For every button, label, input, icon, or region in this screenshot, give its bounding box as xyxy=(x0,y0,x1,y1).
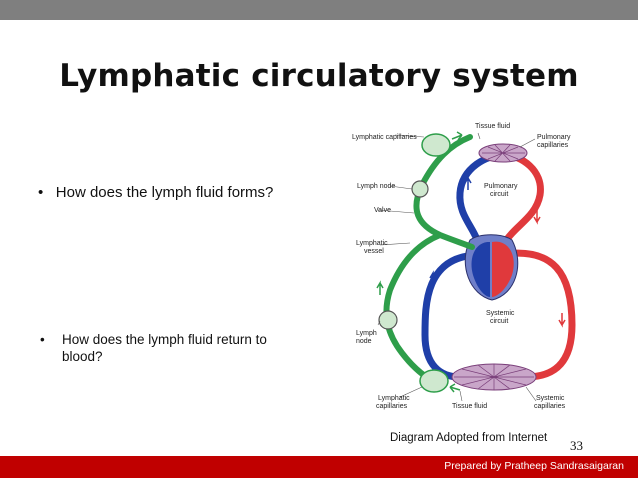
label-pulmonary-circuit-1: Pulmonary xyxy=(484,183,518,190)
label-lymphatic-capillaries-bottom-2: capillaries xyxy=(376,403,408,410)
footer-bar: Prepared by Pratheep Sandrasaigaran xyxy=(0,456,638,478)
label-lymphatic-capillaries-bottom-1: Lymphatic xyxy=(378,395,410,402)
label-pulmonary-capillaries-1: Pulmonary xyxy=(537,134,571,141)
diagram-caption: Diagram Adopted from Internet xyxy=(390,432,548,444)
flow-arrow-green-left xyxy=(376,280,384,295)
label-tissue-fluid-bottom: Tissue fluid xyxy=(452,403,487,410)
top-bar xyxy=(0,0,638,20)
flow-arrow-blue xyxy=(429,270,437,285)
label-lymph-node-top: Lymph node xyxy=(357,183,395,190)
label-lymph-node-bottom-2: node xyxy=(356,338,372,345)
label-systemic-circuit-1: Systemic xyxy=(486,310,515,317)
label-systemic-capillaries-1: Systemic xyxy=(536,395,565,402)
label-lymphatic-capillaries-top: Lymphatic capillaries xyxy=(352,134,417,141)
footer-author: Prepared by Pratheep Sandrasaigaran xyxy=(444,460,624,472)
slide-title: Lymphatic circulatory system xyxy=(59,58,579,94)
bullet-text: How does the lymph fluid forms? xyxy=(55,184,274,201)
bullet-text: How does the lymph fluid return to blood… xyxy=(62,332,267,364)
heart-right-side xyxy=(492,241,514,297)
label-tissue-fluid-top: Tissue fluid xyxy=(475,123,510,130)
leader-lines xyxy=(377,132,537,402)
label-lymphatic-vessel-1: Lymphatic xyxy=(356,240,388,247)
label-lymph-node-bottom-1: Lymph xyxy=(356,330,377,337)
bullet-dot: • xyxy=(40,332,45,347)
flow-arrow-blue-pulmonary xyxy=(464,175,472,190)
systemic-capillary-mesh xyxy=(454,364,534,390)
lymphatic-capillaries-top-bed xyxy=(421,133,451,157)
lymph-node-top xyxy=(411,180,429,198)
bullet-lymph-forms: • How does the lymph fluid forms? xyxy=(38,184,273,201)
lymph-node-bottom xyxy=(378,310,398,330)
heart-left-side xyxy=(471,241,490,297)
flow-arrow-green-top xyxy=(451,131,463,141)
flow-arrow-red xyxy=(558,313,566,328)
label-systemic-circuit-2: circuit xyxy=(490,318,508,325)
label-pulmonary-circuit-2: circuit xyxy=(490,191,508,198)
lymphatic-capillaries-bottom-bed xyxy=(419,369,449,393)
systemic-artery xyxy=(497,249,576,381)
label-systemic-capillaries-2: capillaries xyxy=(534,403,566,410)
flow-arrow-red-pulmonary xyxy=(533,210,541,225)
pulmonary-capillary-mesh xyxy=(482,144,525,162)
slide-number: 33 xyxy=(570,438,583,453)
label-pulmonary-capillaries-2: capillaries xyxy=(537,142,569,149)
label-lymphatic-vessel-2: vessel xyxy=(364,248,384,255)
lymphatic-circulation-diagram: Tissue fluid Lymphatic capillaries Pulmo… xyxy=(352,123,576,410)
flow-arrow-green-bottom xyxy=(449,383,461,393)
label-valve: Valve xyxy=(374,207,391,214)
bullet-dot: • xyxy=(38,184,44,201)
